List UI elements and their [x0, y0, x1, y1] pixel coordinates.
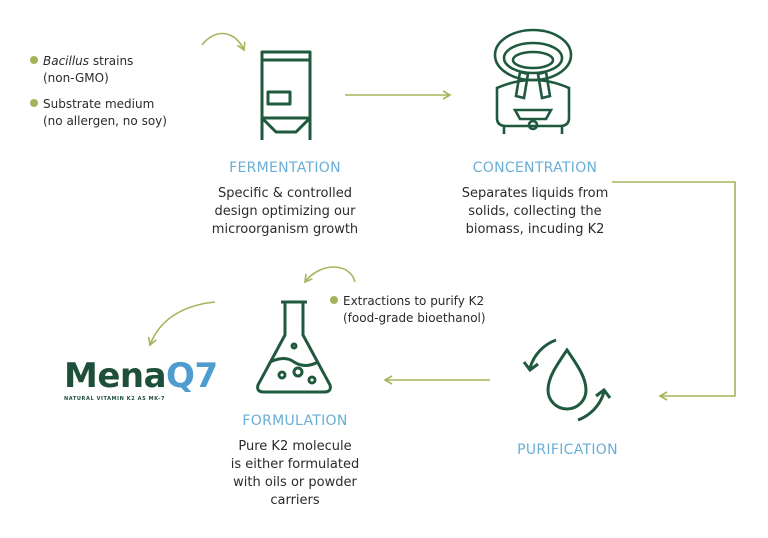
note-line: (food-grade bioethanol): [343, 311, 486, 325]
input-substrate: Substrate medium (no allergen, no soy): [30, 96, 167, 130]
input-label: Substrate medium: [43, 97, 155, 111]
desc-line: design optimizing our: [214, 204, 356, 219]
desc-line: with oils or powder: [233, 475, 357, 490]
step-title-purification: PURIFICATION: [517, 442, 618, 458]
step-title-fermentation: FERMENTATION: [229, 160, 341, 176]
fermentation-tank-icon: [260, 50, 312, 140]
logo-tagline: NATURAL VITAMIN K2 AS MK-7: [64, 396, 166, 402]
arrow-formulation-to-product: [147, 301, 216, 347]
extraction-note: Extractions to purify K2 (food-grade bio…: [330, 293, 486, 327]
desc-line: is either formulated: [230, 457, 360, 472]
bullet-dot: [330, 296, 338, 304]
bullet-dot: [30, 56, 38, 64]
flask-icon: [256, 300, 332, 394]
step-title-concentration: CONCENTRATION: [472, 160, 598, 176]
input-label: strains: [89, 54, 134, 68]
input-curved-arrow: [201, 32, 246, 52]
desc-line: Pure K2 molecule: [238, 439, 352, 454]
desc-line: solids, collecting the: [468, 204, 602, 219]
menaq7-logo: MenaQ7 NATURAL VITAMIN K2 AS MK-7: [64, 356, 218, 402]
logo-name-q7: Q7: [166, 356, 218, 396]
desc-line: Specific & controlled: [218, 186, 352, 201]
input-sub: (non-GMO): [43, 71, 109, 85]
step-desc-fermentation: Specific & controlled design optimizing …: [185, 185, 385, 239]
desc-line: biomass, incuding K2: [465, 222, 605, 237]
step-desc-concentration: Separates liquids from solids, collectin…: [430, 185, 640, 239]
input-italic: Bacillus: [43, 54, 90, 68]
extraction-curved-arrow: [304, 266, 356, 284]
desc-line: carriers: [270, 493, 320, 508]
note-line: Extractions to purify K2: [343, 294, 485, 308]
desc-line: Separates liquids from: [461, 186, 609, 201]
input-bacillus: Bacillus strains (non-GMO): [30, 53, 133, 87]
arrow-concentration-to-purification: [612, 181, 736, 401]
bullet-dot: [30, 99, 38, 107]
step-desc-formulation: Pure K2 molecule is either formulated wi…: [195, 438, 395, 510]
purification-drop-icon: [522, 338, 612, 422]
input-sub: (no allergen, no soy): [43, 114, 167, 128]
desc-line: microorganism growth: [211, 222, 359, 237]
logo-name: Mena: [64, 356, 167, 396]
centrifuge-icon: [493, 28, 573, 134]
step-title-formulation: FORMULATION: [242, 413, 348, 429]
